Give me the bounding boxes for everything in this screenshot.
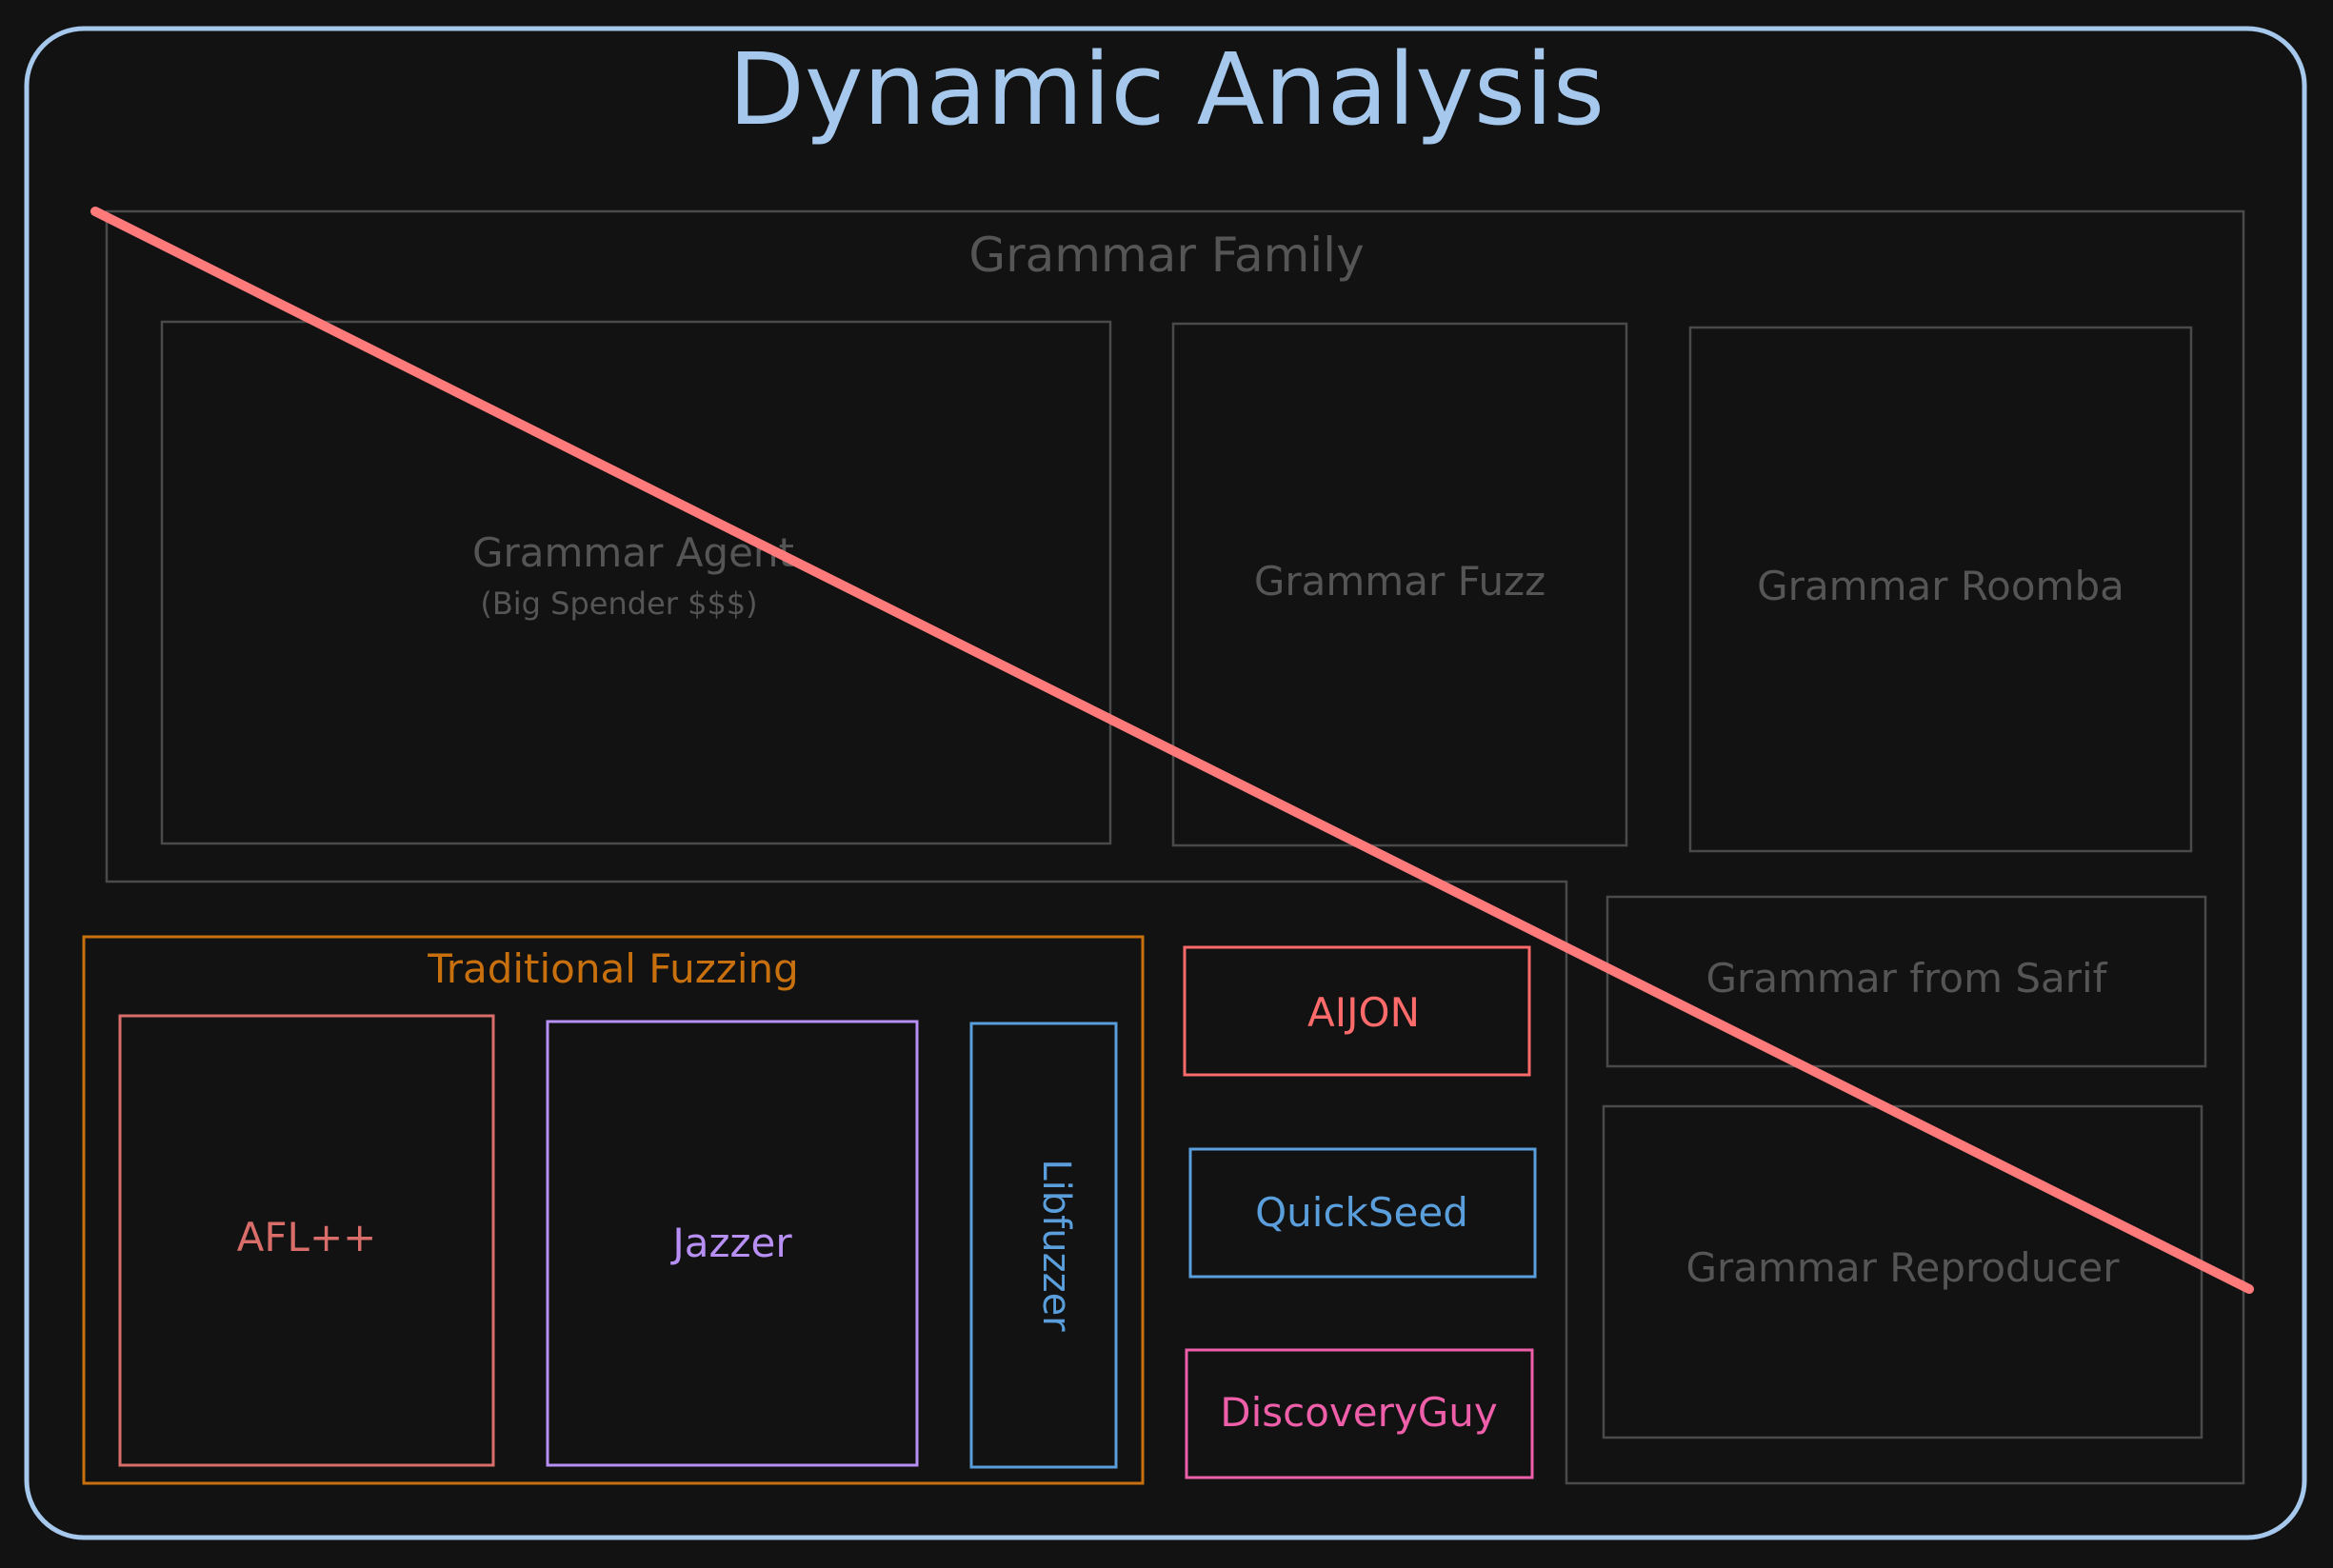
- discoveryguy-label: DiscoveryGuy: [1220, 1389, 1498, 1436]
- strike-through-line: [90, 207, 2254, 1294]
- quickseed-label: QuickSeed: [1255, 1189, 1468, 1236]
- grammar-family-label: Grammar Family: [968, 228, 1364, 283]
- libfuzzer-box: [969, 1022, 1118, 1469]
- quickseed-box: [1188, 1147, 1537, 1279]
- afl-box: [118, 1014, 495, 1467]
- grammar-roomba-box: [1688, 326, 2193, 853]
- grammar-agent-sublabel: (Big Spender $$$): [480, 586, 757, 622]
- grammar-agent-box: [160, 320, 1112, 845]
- grammar-roomba-label: Grammar Roomba: [1757, 563, 2124, 609]
- grammar-fuzz-box: [1171, 322, 1628, 847]
- discoveryguy-box: [1185, 1348, 1534, 1479]
- grammar-reproducer-label: Grammar Reproducer: [1685, 1244, 2120, 1291]
- traditional-fuzzing-container: [82, 935, 1145, 1485]
- afl-label: AFL++: [237, 1214, 377, 1260]
- aijon-label: AIJON: [1307, 989, 1420, 1036]
- grammar-reproducer-box: [1602, 1104, 2203, 1439]
- grammar-fuzz-label: Grammar Fuzz: [1254, 558, 1545, 605]
- libfuzzer-label: Libfuzzer: [1034, 1159, 1078, 1332]
- grammar-family-container: [105, 209, 2245, 1485]
- jazzer-box: [546, 1020, 919, 1467]
- aijon-box: [1183, 945, 1531, 1077]
- traditional-fuzzing-label: Traditional Fuzzing: [427, 945, 799, 992]
- jazzer-label: Jazzer: [669, 1220, 792, 1266]
- outer-frame: [24, 26, 2307, 1540]
- grammar-from-sarif-box: [1605, 895, 2207, 1068]
- diagram-title: Dynamic Analysis: [728, 31, 1605, 148]
- grammar-from-sarif-label: Grammar from Sarif: [1706, 955, 2108, 1002]
